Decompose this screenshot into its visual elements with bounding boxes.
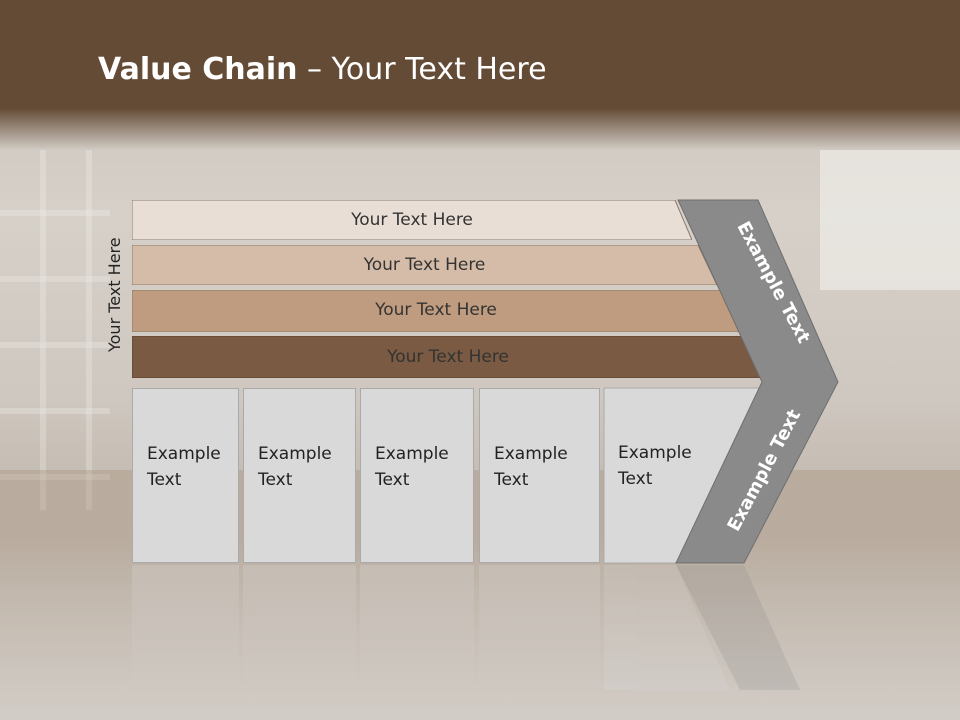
background-window [0,150,110,510]
margin-chevron [675,199,839,564]
support-band-1: Your Text Here [132,200,692,240]
title-bold: Value Chain [98,52,298,87]
box-reflection-3 [360,565,474,700]
box-line2: Text [618,469,653,489]
box-line1: Example [258,444,332,464]
band-label: Your Text Here [387,347,509,367]
activity-box-1: Example Text [132,388,239,563]
band-label: Your Text Here [351,210,473,230]
box-line1: Example [147,444,221,464]
activity-box-3: Example Text [360,388,474,563]
box-line2: Text [375,470,410,490]
activity-box-4: Example Text [479,388,600,563]
box-line2: Text [258,470,293,490]
box-reflection-2 [243,565,356,700]
title-bar [0,0,960,150]
box-reflection-1 [132,565,239,700]
box-line2: Text [494,470,529,490]
box-line2: Text [147,470,182,490]
background-wall [820,150,960,290]
support-band-4: Your Text Here [132,336,764,378]
title-rest: – Your Text Here [297,52,547,87]
box-line1: Example [494,444,568,464]
box-line1: Example [375,444,449,464]
band-label: Your Text Here [363,255,486,275]
activity-box-5: Example Text [618,440,692,492]
box-reflection-4 [479,565,600,700]
support-band-2: Your Text Here [132,245,717,285]
chevron-reflection [604,565,800,690]
box-line1: Example [618,443,692,463]
activity-box-2: Example Text [243,388,356,563]
support-band-3: Your Text Here [132,290,740,332]
slide-title: Value Chain – Your Text Here [98,52,547,87]
band-label: Your Text Here [375,300,497,320]
